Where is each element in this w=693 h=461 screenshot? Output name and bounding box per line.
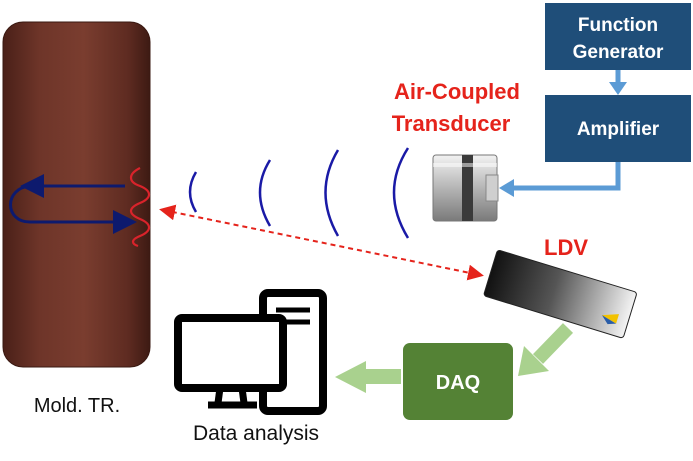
ldv-label: LDV xyxy=(544,235,588,260)
data-arrow-ldv-to-daq xyxy=(518,323,574,376)
air-coupled-transducer-icon xyxy=(432,154,499,222)
amplifier-block: Amplifier xyxy=(545,95,691,162)
transducer-label-line2: Transducer xyxy=(392,111,511,136)
signal-arrow-fg-to-amp xyxy=(609,70,627,95)
acoustic-wave-fronts xyxy=(188,147,410,239)
signal-arrow-amp-to-transducer xyxy=(499,162,621,197)
surface-wave xyxy=(129,167,151,248)
function-generator-label-line2: Generator xyxy=(573,42,664,63)
laser-doppler-vibrometer-icon xyxy=(483,249,637,339)
amplifier-label: Amplifier xyxy=(577,119,660,140)
daq-label: DAQ xyxy=(436,372,480,394)
data-arrow-daq-to-computer xyxy=(335,361,401,393)
transducer-label-line1: Air-Coupled xyxy=(394,79,520,104)
specimen-label: Mold. TR. xyxy=(34,395,120,417)
function-generator-block: Function Generator xyxy=(545,3,691,70)
desktop-computer-icon xyxy=(174,289,327,415)
laser-beam xyxy=(159,204,484,281)
specimen xyxy=(2,21,151,368)
function-generator-label-line1: Function xyxy=(578,15,658,36)
data-analysis-label: Data analysis xyxy=(193,422,319,445)
daq-block: DAQ xyxy=(403,343,513,420)
wave-loop-arrows xyxy=(9,174,137,234)
